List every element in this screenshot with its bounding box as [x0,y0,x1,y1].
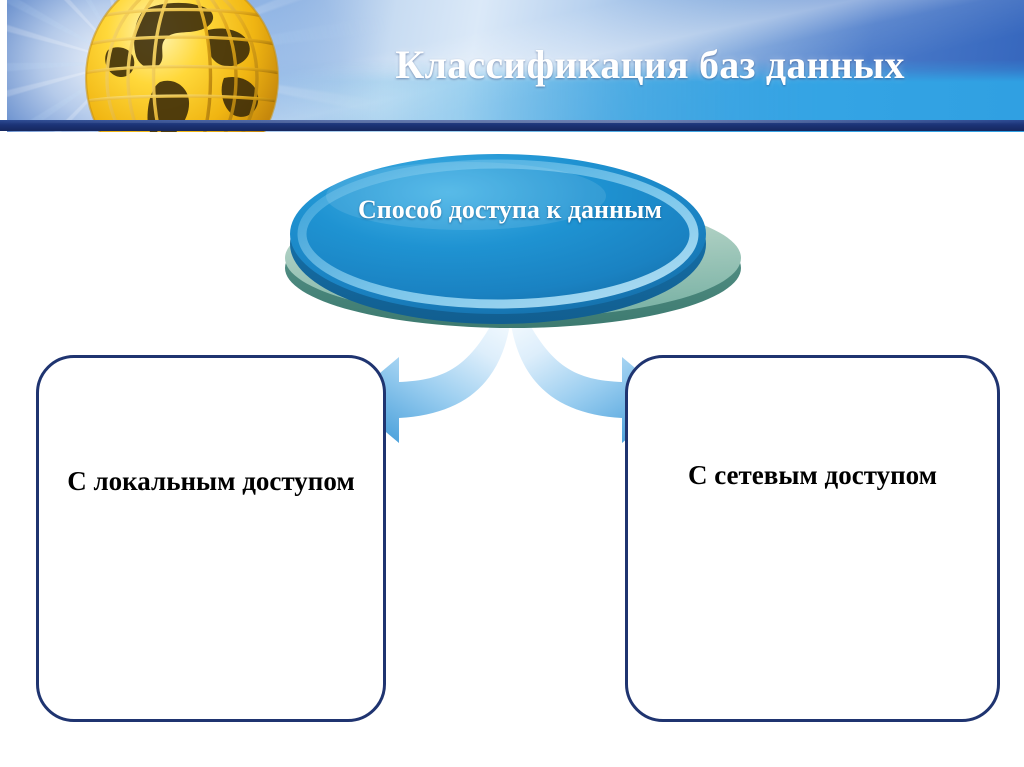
globe-wireframe-icon [48,0,316,132]
root-node-ellipse[interactable]: Способ доступа к данным [260,140,760,340]
header-bottom-bar [0,120,1024,131]
branch-label-network-access: С сетевым доступом [687,460,938,490]
branch-box-network-access[interactable]: С сетевым доступом [625,355,1000,722]
diagram-area: Способ доступа к данным С локальным дост… [0,132,1024,767]
header-bottom-bar-glint [0,120,1024,123]
header-left-margin-strip [0,0,7,132]
branch-label-local-access: С локальным доступом [67,466,355,496]
page-title: Классификация баз данных [395,42,905,87]
header-banner: Классификация баз данных [0,0,1024,132]
branch-box-local-access[interactable]: С локальным доступом [36,355,386,722]
